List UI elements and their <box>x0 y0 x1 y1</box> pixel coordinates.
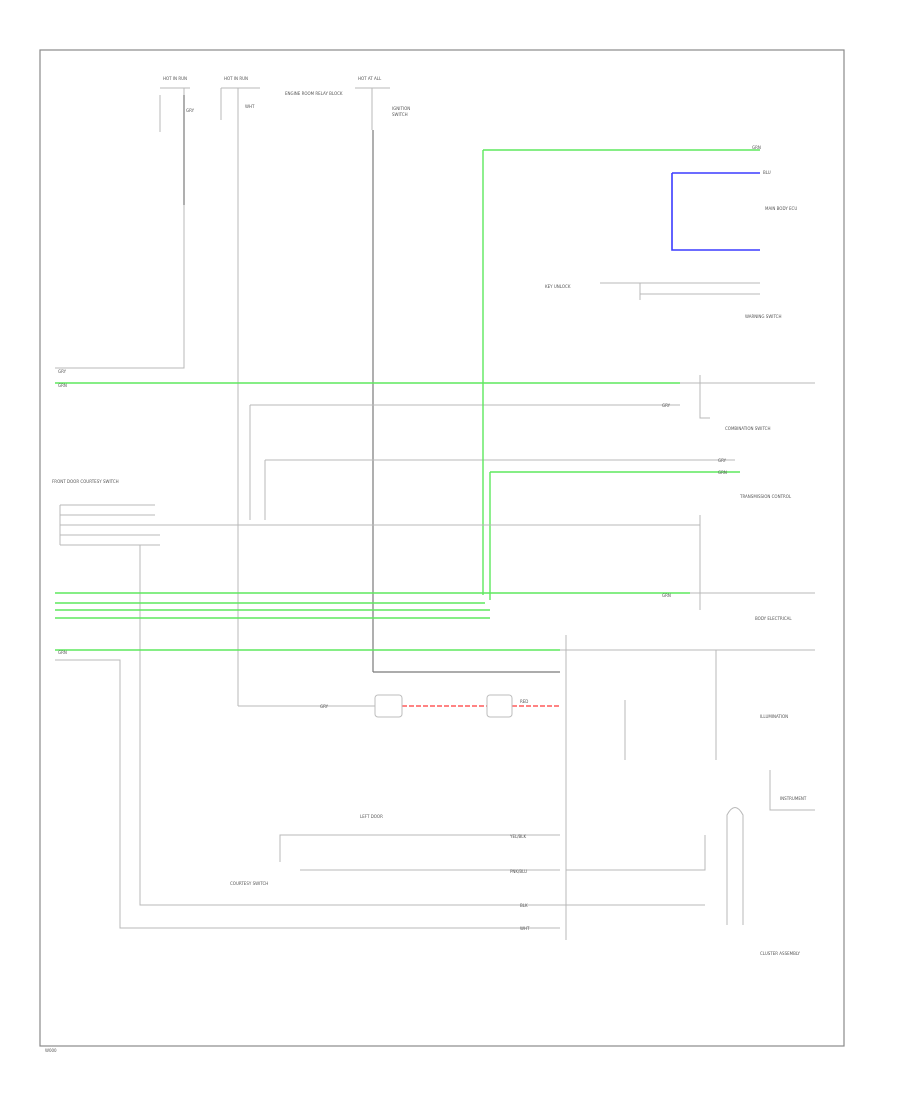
wire-tag-i: GRN <box>58 650 67 655</box>
wire-tag-n: BLK <box>520 903 528 908</box>
wire-illumination <box>624 650 717 760</box>
combination-label: COMBINATION SWITCH <box>725 426 770 431</box>
wire-tag-a: GRY <box>58 369 67 374</box>
wire-tag-l: YEL/BLK <box>509 834 527 839</box>
connector-left <box>374 694 403 718</box>
main-body-label: MAIN BODY ECU <box>765 206 797 211</box>
illumination-label: ILLUMINATION <box>760 714 788 719</box>
wire-grey-460 <box>264 459 735 520</box>
page-code: W000 <box>45 1048 57 1053</box>
left-door-label: LEFT DOOR <box>360 814 383 819</box>
wire-grey-928 <box>55 659 560 929</box>
wire-tag-b: GRN <box>58 383 67 388</box>
wire-grey-405 <box>249 404 680 520</box>
ignition-label: IGNITION <box>392 106 410 111</box>
wire-tag-e: GRN <box>718 470 727 475</box>
wire-green-472 <box>489 471 740 600</box>
wire-tag-j: GRY <box>320 704 329 709</box>
instrument-label: INSTRUMENT <box>780 796 807 801</box>
wire-tag-o: WHT <box>520 926 530 931</box>
wire-tag-d: GRY <box>718 458 727 463</box>
wire-key-unlock <box>600 282 760 300</box>
fuse-feed-a: HOT IN RUN GRY <box>159 76 195 235</box>
front-door-label: FRONT DOOR COURTESY SWITCH <box>52 479 119 484</box>
fuse-wire-b: WHT <box>245 104 255 109</box>
ignition-label-2: SWITCH <box>392 112 408 117</box>
hairpin-wire <box>726 807 744 925</box>
wire-tag-f: GRN <box>752 145 761 150</box>
diagram-border <box>39 49 845 1047</box>
instrument-bracket <box>769 770 815 811</box>
fuse-label-a: HOT IN RUN <box>163 76 187 81</box>
fuse-label-b: HOT IN RUN <box>224 76 248 81</box>
wire-courtesy-835 <box>279 834 560 862</box>
wire-tag-k: RED <box>520 699 528 704</box>
key-unlock-label: KEY UNLOCK <box>545 284 571 289</box>
transmission-label: TRANSMISSION CONTROL <box>739 494 792 499</box>
fuse-wire-a: GRY <box>186 108 195 113</box>
wire-blue-loop <box>671 172 760 251</box>
engine-room-label: ENGINE ROOM RELAY BLOCK <box>285 91 343 96</box>
wire-green-150 <box>482 149 760 595</box>
cluster-label: CLUSTER ASSEMBLY <box>760 951 801 956</box>
combination-switch-bracket <box>699 375 710 419</box>
wire-courtesy-out <box>566 835 706 871</box>
wire-left-feed <box>55 235 185 369</box>
fuse-feed-c: HOT AT ALL IGNITION SWITCH <box>355 76 410 672</box>
front-door-connector: FRONT DOOR COURTESY SWITCH <box>52 479 705 906</box>
wire-tag-h: GRN <box>662 593 671 598</box>
wire-tag-c: GRY <box>662 403 671 408</box>
wire-tag-g: BLU <box>763 170 771 175</box>
fuse-feed-b: HOT IN RUN WHT <box>220 76 260 706</box>
kwarning-label: WARNING SWITCH <box>745 314 781 319</box>
fuse-label-c: HOT AT ALL <box>358 76 382 81</box>
engine-room-label-block: ENGINE ROOM RELAY BLOCK <box>285 91 343 96</box>
courtesy-sw-label: COURTESY SWITCH <box>230 881 268 886</box>
wire-body-ecu <box>690 515 815 610</box>
wire-tag-m: PNK/BLU <box>510 869 527 874</box>
body-ecu-label: BODY ELECTRICAL <box>755 616 792 621</box>
connector-right <box>486 694 513 718</box>
